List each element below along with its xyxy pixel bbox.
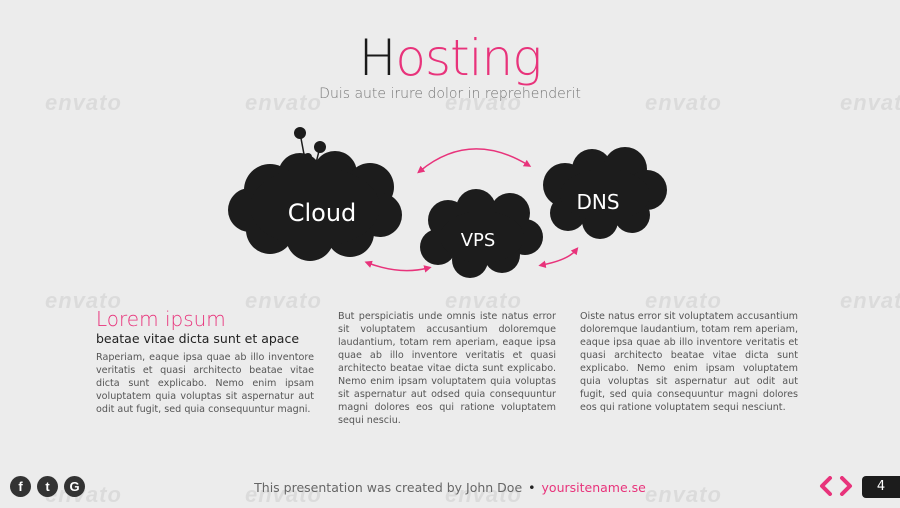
social-icons: f t G <box>10 476 85 497</box>
vps-label: VPS <box>461 230 496 251</box>
watermark: envato <box>445 288 522 313</box>
watermark: envato <box>645 90 722 115</box>
cloud-diagram: Cloud VPS DNS <box>228 127 667 278</box>
column-body: But perspiciatis unde omnis iste natus e… <box>338 311 556 426</box>
slide-title: Hosting <box>0 28 900 88</box>
facebook-icon[interactable]: f <box>10 476 31 497</box>
watermark: envato <box>840 90 900 115</box>
watermark: envato <box>45 90 122 115</box>
cloud-shape-dns <box>543 147 667 239</box>
footer-separator: • <box>528 480 536 495</box>
arrow-cloud-vps <box>364 260 432 273</box>
watermark: envato <box>445 482 522 507</box>
watermark: envato <box>45 288 122 313</box>
column-subheading: beatae vitae dicta sunt et apace <box>96 331 300 346</box>
chevron-right-icon[interactable] <box>838 476 854 496</box>
cloud-shape-vps <box>420 189 543 278</box>
title-first-letter: H <box>358 29 397 87</box>
dns-label: DNS <box>576 190 619 214</box>
arrow-vps-dns <box>538 247 579 268</box>
twitter-icon[interactable]: t <box>37 476 58 497</box>
column-body: Raperiam, eaque ipsa quae ab illo invent… <box>96 352 314 415</box>
google-icon[interactable]: G <box>64 476 85 497</box>
watermark: envato <box>645 482 722 507</box>
slide-navigation <box>818 476 854 496</box>
column-heading: Lorem ipsum <box>96 307 226 331</box>
column-body: Oiste natus error sit voluptatem accusan… <box>580 311 798 413</box>
watermark: envato <box>445 90 522 115</box>
watermark: envato <box>645 288 722 313</box>
cloud-shape-cloud <box>228 127 402 261</box>
watermark: envato <box>245 482 322 507</box>
cloud-label: Cloud <box>288 199 357 227</box>
page-number: 4 <box>862 476 900 498</box>
text-column-2: But perspiciatis unde omnis iste natus e… <box>338 310 556 427</box>
watermark: envato <box>840 288 900 313</box>
footer-credit: This presentation was created by John Do… <box>254 480 523 495</box>
footer-site-link[interactable]: yoursitename.se <box>541 480 646 495</box>
watermark: envato <box>245 90 322 115</box>
arrow-cloud-dns <box>417 148 532 174</box>
text-column-3: Oiste natus error sit voluptatem accusan… <box>580 310 798 414</box>
title-rest: osting <box>395 29 542 87</box>
text-column-1: Lorem ipsum beatae vitae dicta sunt et a… <box>96 307 314 416</box>
chevron-left-icon[interactable] <box>818 476 834 496</box>
watermark: envato <box>245 288 322 313</box>
slide-subtitle: Duis aute irure dolor in reprehenderit <box>319 86 581 102</box>
footer: This presentation was created by John Do… <box>0 480 900 495</box>
